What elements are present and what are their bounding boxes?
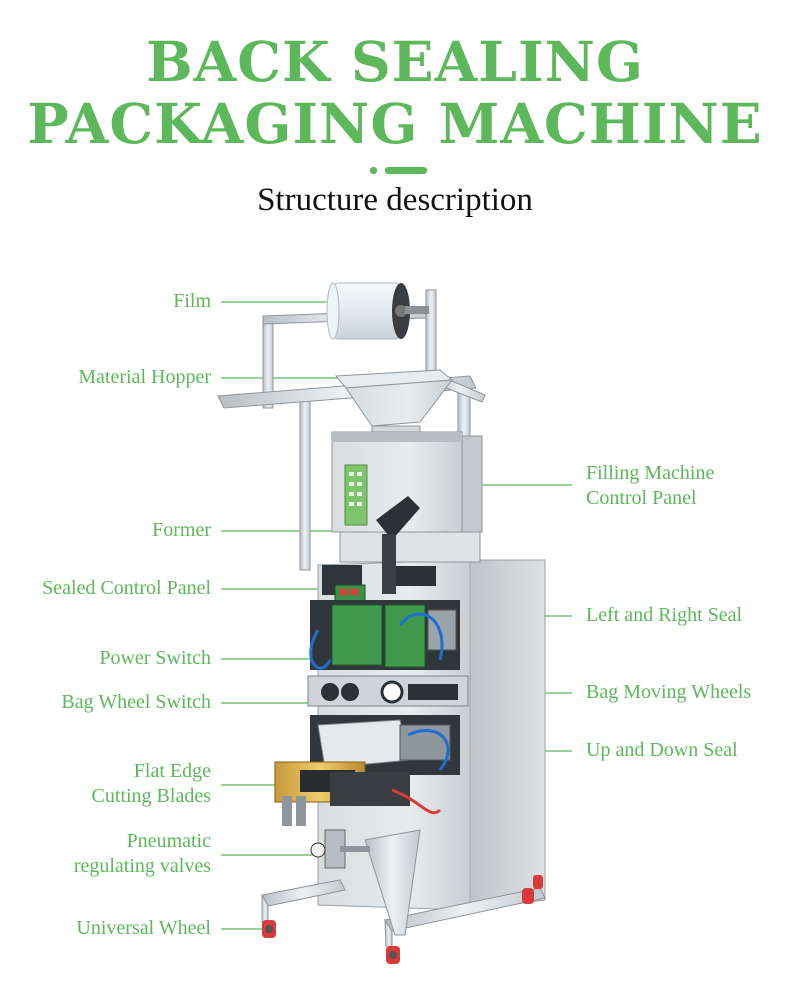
label-bag-moving-wheels-line-1: Bag Moving Wheels <box>586 681 752 703</box>
title-line-1: BACK SEALING <box>146 29 644 94</box>
label-left-and-right-seal-line-1: Left and Right Seal <box>586 604 743 626</box>
label-up-and-down-seal-line-1: Up and Down Seal <box>586 739 738 761</box>
label-bag-wheel-switch-line-1: Bag Wheel Switch <box>61 691 211 713</box>
label-pneumatic-regulating-valves-line-2: regulating valves <box>73 855 211 877</box>
label-material-hopper-line-1: Material Hopper <box>78 366 211 388</box>
label-up-and-down-seal: Up and Down Seal <box>586 738 738 763</box>
subtitle: Structure description <box>257 182 533 218</box>
title-line-2: PACKAGING MACHINE <box>27 91 763 156</box>
universal-wheels <box>262 875 543 964</box>
label-filling-machine-control-panel-line-1: Filling Machine <box>586 462 715 484</box>
bag-moving-wheels-graphic <box>307 675 469 707</box>
label-film-line-1: Film <box>173 290 211 312</box>
label-sealed-control-panel-line-1: Sealed Control Panel <box>42 577 211 599</box>
label-bag-wheel-switch: Bag Wheel Switch <box>61 690 211 715</box>
label-material-hopper: Material Hopper <box>78 365 211 390</box>
label-universal-wheel-line-1: Universal Wheel <box>76 917 211 939</box>
label-former-line-1: Former <box>152 519 211 541</box>
accent-bar <box>385 167 427 174</box>
cutting-blades-graphic <box>274 761 442 826</box>
accent-dot <box>370 167 377 174</box>
label-film: Film <box>173 289 211 314</box>
hopper <box>334 369 454 437</box>
left-right-seal-assembly <box>309 600 460 670</box>
former <box>376 496 420 594</box>
pneumatic-valves-graphic <box>310 829 370 869</box>
label-left-and-right-seal: Left and Right Seal <box>586 603 742 628</box>
up-down-seal-assembly <box>310 715 460 775</box>
label-filling-machine-control-panel-line-2: Control Panel <box>586 487 697 509</box>
label-power-switch: Power Switch <box>99 646 211 671</box>
label-power-switch-line-1: Power Switch <box>99 647 211 669</box>
label-pneumatic-regulating-valves: Pneumatic regulating valves <box>74 829 211 879</box>
base-frame <box>261 829 546 951</box>
label-flat-edge-cutting-blades-line-1: Flat Edge <box>133 760 211 782</box>
label-flat-edge-cutting-blades-line-2: Cutting Blades <box>91 785 211 807</box>
sealed-control-panel-graphic <box>322 565 436 608</box>
label-sealed-control-panel: Sealed Control Panel <box>42 576 211 601</box>
label-pneumatic-regulating-valves-line-1: Pneumatic <box>126 830 211 852</box>
label-former: Former <box>152 518 211 543</box>
label-bag-moving-wheels: Bag Moving Wheels <box>586 680 751 705</box>
label-universal-wheel: Universal Wheel <box>76 916 211 941</box>
film-roll <box>326 282 429 340</box>
